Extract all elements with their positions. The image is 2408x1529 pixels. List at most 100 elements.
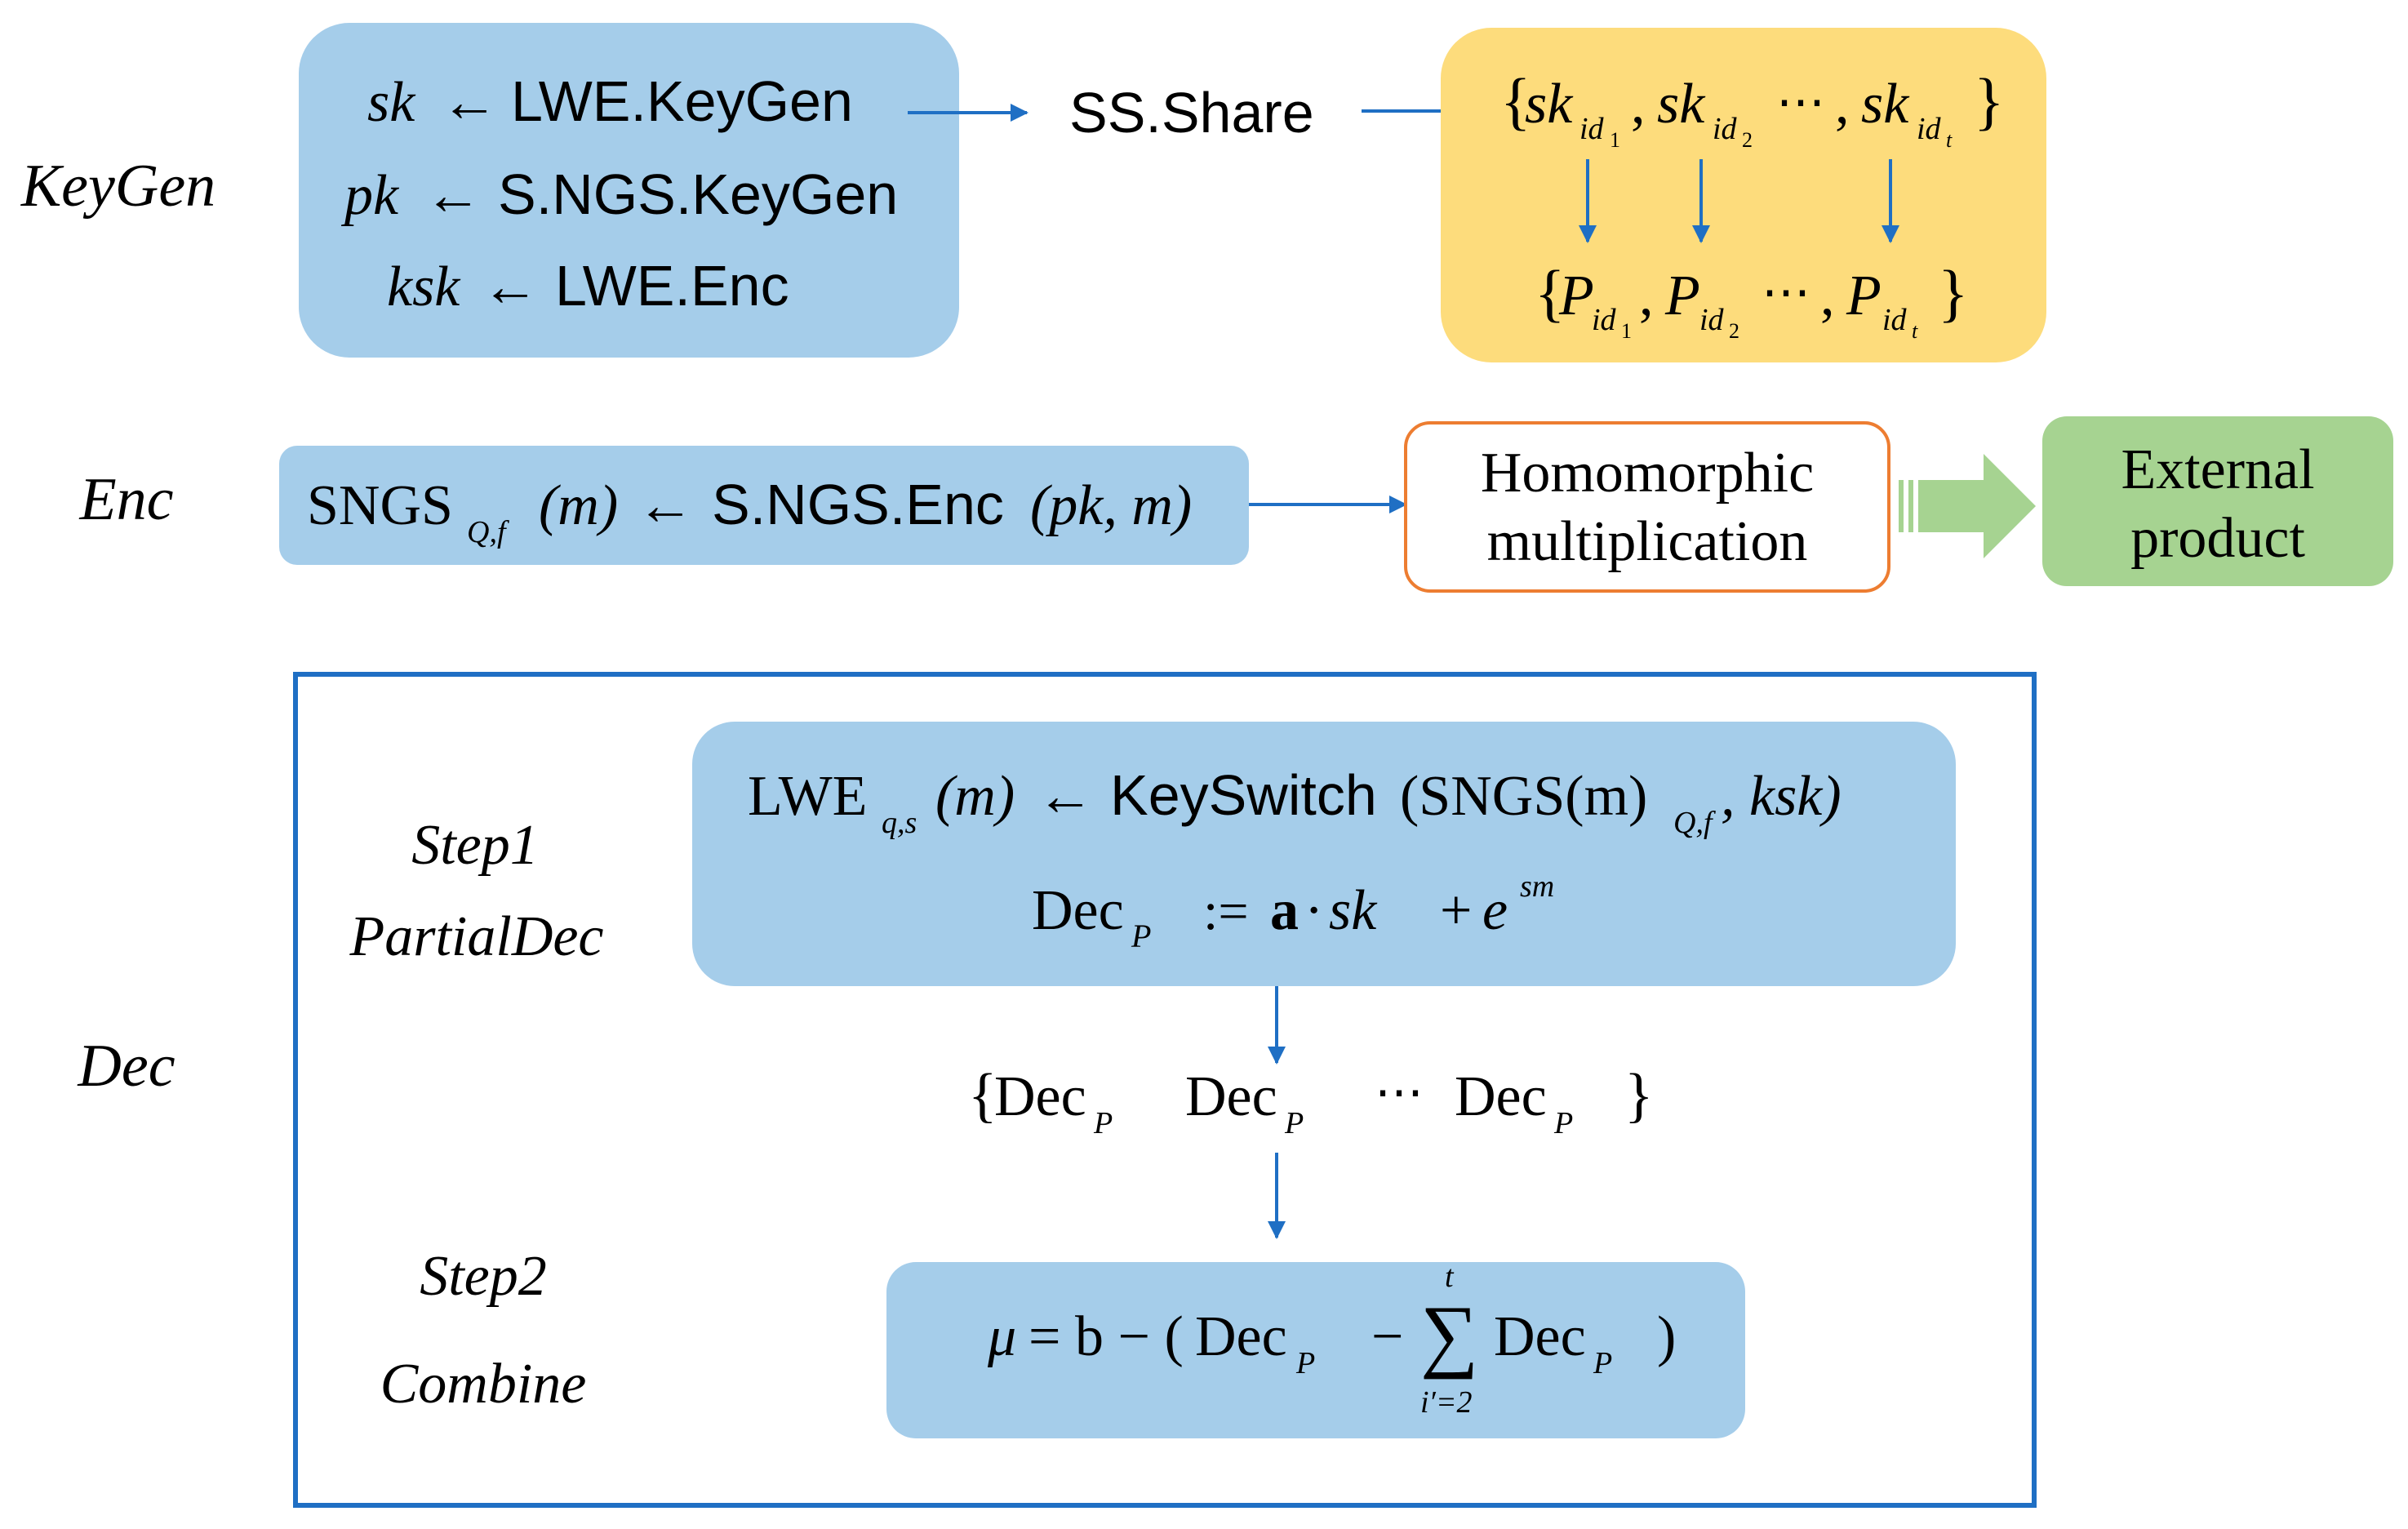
step1-dec-sub: P [1131,918,1151,954]
party-sub-t: t [1912,319,1918,343]
keygen-line1-fn: LWE.KeyGen [511,69,853,133]
shares-box [1441,28,2046,362]
share-sub-t: t [1946,128,1953,152]
step1-assign: := [1203,882,1249,941]
label-combine: Combine [380,1353,587,1416]
dec-share-set: { Dec P Dec P ⋯ Dec P } [968,1062,1654,1140]
combine-sum: ∑ [1420,1289,1478,1380]
combine-dec-2: Dec [1494,1305,1586,1368]
keygen-line3-fn: LWE.Enc [555,254,789,318]
step1-lwe-arg: (m) [935,765,1015,828]
share-sub-id-1: id [1579,112,1605,146]
enc-sngs-sub: Q,f [467,515,509,549]
dec-set-dec-2: Dec [1185,1065,1277,1128]
dec-set-p-2: P [1284,1106,1304,1140]
step1-plus: + [1440,879,1472,942]
step1-args-open: (SNGS(m) [1400,765,1647,828]
shares-bottom-set: { P id 1 , P id 2 ⋯ , P id t } [1535,257,1968,343]
shares-open-brace: { [1500,65,1531,136]
dec-set-open: { [968,1062,997,1129]
share-sub-1: 1 [1610,128,1620,152]
step1-dec: Dec [1032,879,1124,942]
step1-lwe-sub: q,s [882,806,917,840]
keygen-line1-var: sk [367,71,416,134]
step1-dot: · [1304,879,1323,942]
party-sub-id-t: id [1882,303,1908,337]
combine-box [886,1262,1745,1438]
keygen-line2-arrow: ← [424,164,482,227]
party-sub-id-2: id [1699,303,1725,337]
dec-set-ellipsis: ⋯ [1375,1065,1424,1119]
label-enc: Enc [78,466,173,533]
party-sub-id-1: id [1592,303,1617,337]
enc-fn: S.NGS.Enc [712,473,1004,536]
step1-box [692,722,1956,986]
share-sk-2: sk [1657,73,1706,136]
ss-share-label: SS.Share [1069,81,1314,144]
step1-a: a [1270,879,1299,942]
step1-args-sub: Q,f [1673,806,1716,840]
party-sub-1: 1 [1621,319,1632,343]
share-ellipsis: ⋯ [1776,75,1825,129]
combine-minus: − [1371,1305,1403,1368]
dec-set-p-t: P [1553,1106,1573,1140]
party-p-1: P [1558,264,1594,327]
party-comma-2: , [1820,264,1835,327]
keygen-line2-fn: S.NGS.KeyGen [498,162,898,226]
combine-close: ) [1657,1305,1676,1368]
keygen-line3-var: ksk [387,256,461,318]
external-line2: product [2130,507,2305,570]
parties-open-brace: { [1535,257,1565,328]
enc-arrow: ← [637,474,694,537]
step1-sk: sk [1329,879,1378,942]
label-step2: Step2 [420,1245,547,1308]
external-box [2042,416,2393,586]
dec-frame [293,672,2037,1508]
enc-sngs: SNGS [307,474,453,537]
homomorphic-box [1404,421,1890,593]
enc-box [279,446,1249,565]
party-p-t: P [1846,264,1882,327]
dec-set-dec-t: Dec [1455,1065,1547,1128]
combine-dec-1: Dec [1195,1305,1287,1368]
party-comma-1: , [1639,264,1654,327]
keygen-line2-var: pk [340,164,400,227]
share-sk-1: sk [1525,73,1574,136]
dec-set-dec-1: Dec [994,1065,1086,1128]
combine-p-2: P [1593,1346,1612,1380]
step1-e: e [1482,879,1508,942]
shares-top-set: { sk id 1 , sk id 2 ⋯ , sk id t } [1500,65,2004,152]
label-keygen: KeyGen [20,153,215,220]
share-sub-id-2: id [1713,112,1738,146]
homomorphic-line2: multiplication [1487,510,1808,573]
share-sk-t: sk [1861,73,1910,136]
share-sub-id-t: id [1917,112,1942,146]
homomorphic-line1: Homomorphic [1481,442,1814,504]
share-sub-2: 2 [1742,128,1753,152]
combine-mu: μ [987,1305,1016,1368]
step1-fn: KeySwitch [1110,763,1377,827]
big-arrow-to-external [1899,454,2036,558]
combine-p-1: P [1295,1346,1315,1380]
shares-close-brace: } [1974,65,2004,136]
keygen-box [299,23,959,358]
parties-close-brace: } [1938,257,1968,328]
party-p-2: P [1664,264,1700,327]
dec-set-close: } [1624,1062,1654,1129]
combine-eq: = b − ( [1029,1305,1184,1368]
party-sub-2: 2 [1729,319,1739,343]
share-comma-1: , [1631,73,1646,136]
keygen-line1-arrow: ← [441,71,498,134]
enc-args: (pk, m) [1030,474,1192,537]
step1-args-close: , ksk) [1721,765,1842,828]
party-ellipsis: ⋯ [1762,265,1810,319]
combine-sum-top: t [1445,1260,1455,1294]
combine-sum-bottom: i′=2 [1420,1385,1473,1420]
dec-set-p-1: P [1093,1106,1113,1140]
external-line1: External [2121,438,2314,501]
label-dec: Dec [77,1033,175,1100]
label-step1: Step1 [411,814,539,877]
enc-sngs-arg: (m) [539,474,618,537]
step1-lwe: LWE [748,765,867,828]
